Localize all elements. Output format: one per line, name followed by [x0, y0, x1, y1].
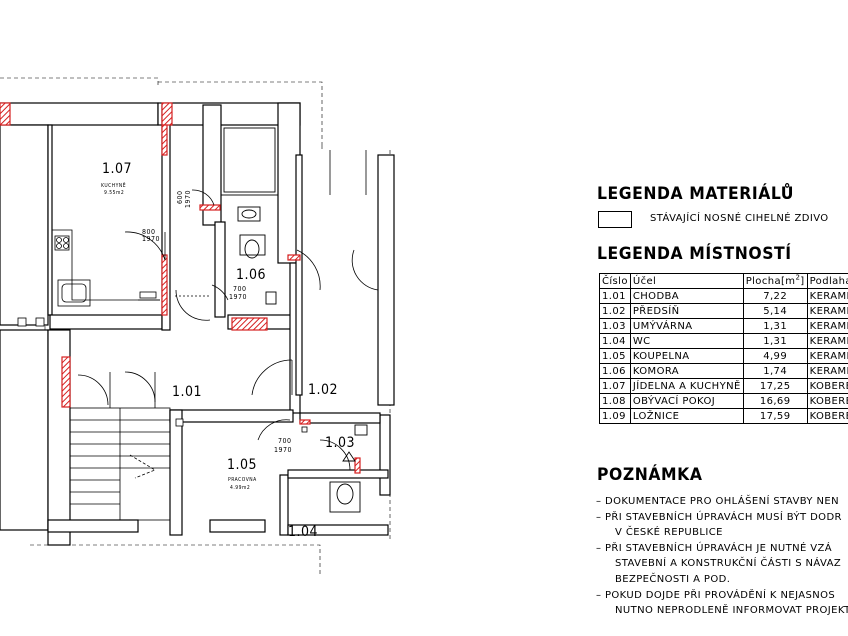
note-line: V ČESKÉ REPUBLICE	[615, 527, 723, 539]
room-area-1-05: 4.99m2	[230, 485, 250, 491]
table-cell: 5,14	[742, 303, 808, 319]
note-line: NUTNO NEPRODLENĚ INFORMOVAT PROJEKT	[615, 605, 848, 617]
table-cell: KOUPELNA	[629, 348, 744, 364]
legend-materials-title: LEGENDA MATERIÁLŮ	[597, 184, 795, 204]
header-area-text: Plocha[m	[745, 275, 796, 287]
table-cell: KERAMI	[806, 348, 848, 364]
table-cell: KERAMI	[806, 288, 848, 304]
table-cell: 1,74	[742, 363, 808, 379]
table-cell: 17,25	[742, 378, 808, 394]
table-cell: KOMORA	[629, 363, 744, 379]
table-cell: 4,99	[742, 348, 808, 364]
table-cell: KERAMI	[806, 318, 848, 334]
room-name-1-05: PRACOVNA	[228, 477, 257, 483]
door-dim-h: 1970	[229, 293, 247, 301]
table-cell: 17,59	[742, 408, 808, 424]
notes-list: – DOKUMENTACE PRO OHLÁŠENÍ STAVBY NEN – …	[596, 494, 848, 619]
red-hatch-walls	[0, 102, 361, 474]
notes-title: POZNÁMKA	[597, 465, 703, 485]
kitchen-fixtures	[52, 229, 210, 307]
walls	[0, 102, 395, 546]
legend-rooms-title: LEGENDA MÍSTNOSTÍ	[597, 244, 792, 264]
note-line: STAVEBNÍ A KONSTRUKČNÍ ČÁSTI S NÁVAZ	[615, 558, 842, 570]
table-cell: 1,31	[742, 318, 808, 334]
table-cell: 1.04	[599, 333, 631, 349]
door-dim-h: 1970	[142, 235, 160, 243]
table-cell: 1.05	[599, 348, 631, 364]
table-cell: KOBERE	[806, 393, 848, 409]
note-line: – DOKUMENTACE PRO OHLÁŠENÍ STAVBY NEN	[596, 496, 839, 507]
table-cell: KERAMI	[806, 303, 848, 319]
header-cell: Plocha[m2]	[742, 273, 808, 289]
note-line: – PŘI STAVEBNÍCH ÚPRAVÁCH MUSÍ BÝT DODR	[596, 511, 842, 523]
table-cell: OBÝVACÍ POKOJ	[629, 393, 744, 409]
room-label-1-07: 1.07	[102, 161, 132, 177]
note-line: BEZPEČNOSTI A POD.	[615, 573, 731, 585]
table-cell: 7,22	[742, 288, 808, 304]
legend-materials-item: STÁVAJÍCÍ NOSNÉ CIHELNÉ ZDIVO	[650, 213, 829, 224]
door-dim-w: 700	[278, 437, 292, 445]
table-cell: 16,69	[742, 393, 808, 409]
room-label-1-05: 1.05	[227, 457, 257, 473]
masonry-swatch	[598, 211, 632, 228]
header-cell: Číslo	[599, 273, 631, 289]
room-label-1-04: 1.04	[288, 524, 318, 540]
note-line: – PŘI STAVEBNÍCH ÚPRAVÁCH JE NUTNÉ VZÁ	[596, 542, 833, 554]
table-cell: 1.06	[599, 363, 631, 379]
room-label-1-02: 1.02	[308, 382, 338, 398]
room-area-1-07: 9.55m2	[104, 190, 124, 196]
outlet-symbols	[17, 317, 308, 433]
header-area-sup: 2	[795, 273, 801, 282]
staircase	[69, 371, 171, 521]
room-name-1-07: KUCHYNĚ	[101, 181, 126, 189]
note-line: – POKUD DOJDE PŘI PROVÁDĚNÍ K NEJASNOS	[596, 589, 836, 601]
table-cell: 1.09	[599, 408, 631, 424]
room-label-1-06: 1.06	[236, 267, 266, 283]
table-cell: UMÝVÁRNA	[629, 318, 744, 334]
sanitary-fixtures	[220, 124, 368, 513]
door-dim-w: 800	[142, 228, 156, 236]
header-cell: Podlaha	[806, 273, 848, 289]
room-label-1-01: 1.01	[172, 384, 202, 400]
table-cell: 1.07	[599, 378, 631, 394]
door-dim-w: 600	[176, 190, 184, 204]
floor-plan: 1.07 KUCHYNĚ 9.55m2 1.06 1.01 1.02 1.03 …	[0, 77, 395, 575]
door-dim-w: 700	[233, 285, 247, 293]
table-cell: 1.03	[599, 318, 631, 334]
table-cell: PŘEDSÍŇ	[629, 303, 744, 319]
door-dim-h: 1970	[184, 190, 192, 208]
door-swings	[124, 150, 379, 471]
table-cell: KERAMI	[806, 333, 848, 349]
table-cell: 1,31	[742, 333, 808, 349]
table-cell: JÍDELNA A KUCHYNĚ	[629, 378, 744, 394]
table-cell: 1.02	[599, 303, 631, 319]
table-cell: KERAMI	[806, 363, 848, 379]
table-cell: 1.08	[599, 393, 631, 409]
table-cell: KOBERE	[806, 378, 848, 394]
table-cell: LOŽNICE	[629, 408, 744, 424]
table-cell: WC	[629, 333, 744, 349]
door-dim-h: 1970	[274, 446, 292, 454]
table-cell: KOBERE	[806, 408, 848, 424]
table-cell: CHODBA	[629, 288, 744, 304]
header-cell: Účel	[629, 273, 744, 289]
table-cell: 1.01	[599, 288, 631, 304]
table-header-row: Číslo Účel Plocha[m2] Podlaha	[599, 273, 848, 289]
room-label-1-03: 1.03	[325, 435, 355, 451]
